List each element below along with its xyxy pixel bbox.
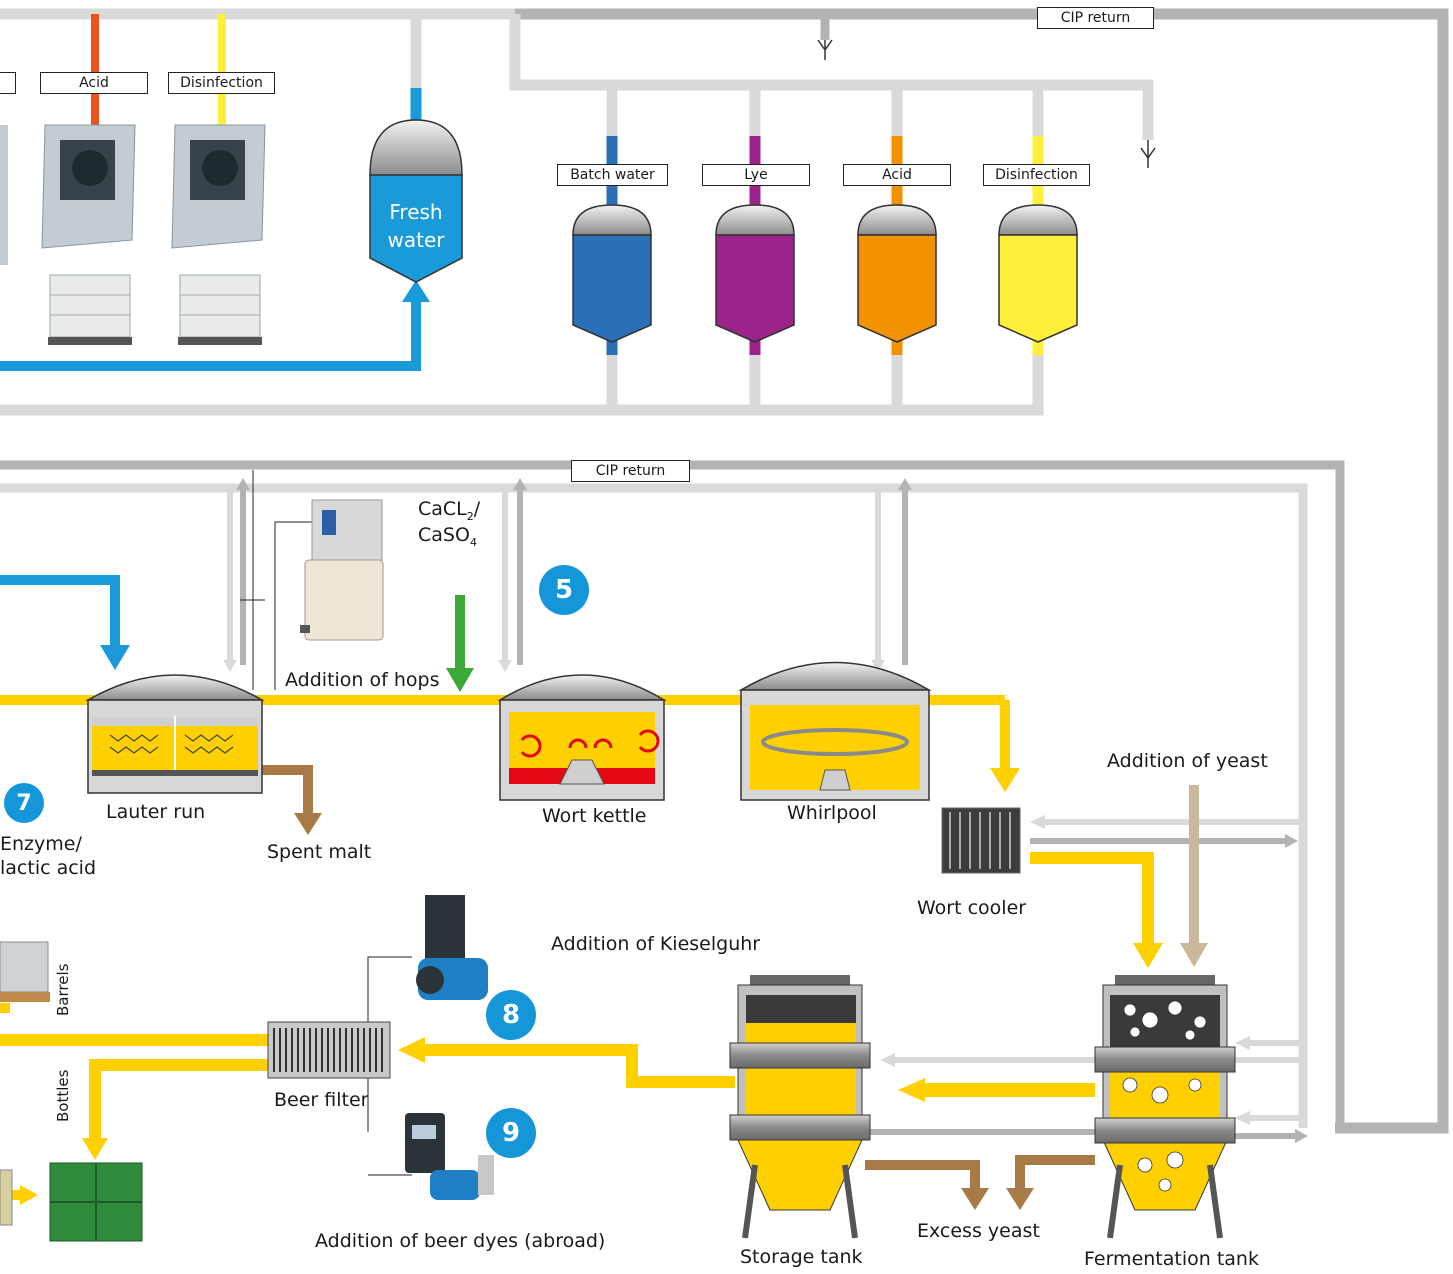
kieselguhr-pump	[416, 895, 488, 1000]
beer-filter-label: Beer filter	[274, 1089, 369, 1111]
yeast-arrow	[1180, 785, 1208, 967]
cip-return-label-mid: CIP return	[571, 460, 690, 482]
wort-kettle	[497, 674, 667, 801]
tank-label-batch-water: Batch water	[557, 164, 668, 186]
beer-dye-pump	[405, 1113, 494, 1200]
addition-of-kieselguhr-label: Addition of Kieselguhr	[551, 933, 761, 955]
badge-5: 5	[539, 565, 589, 615]
whirlpool	[738, 661, 932, 801]
badge-8: 8	[486, 990, 536, 1040]
enzyme-label-1: Enzyme/	[0, 833, 82, 855]
brown-arrows	[262, 765, 1095, 1210]
cip-tank-lye	[715, 204, 795, 343]
dosing-label-partial	[0, 72, 16, 94]
whirlpool-label: Whirlpool	[787, 802, 877, 824]
tank-label-acid: Acid	[843, 164, 951, 186]
cip-return-label-top: CIP return	[1037, 7, 1154, 29]
tank-label-lye: Lye	[702, 164, 810, 186]
dosing-label-acid: Acid	[40, 72, 148, 94]
badge-9: 9	[486, 1108, 536, 1158]
enzyme-label-2: lactic acid	[0, 857, 97, 879]
storage-tank	[729, 975, 871, 1239]
cip-pipes-top	[0, 8, 1449, 1134]
wort-cooler	[941, 807, 1021, 874]
beer-filter	[267, 1021, 391, 1079]
bottles-label: Bottles	[54, 1069, 72, 1122]
fresh-water-label: Fresh water	[387, 200, 445, 252]
water-feed-lauter	[0, 575, 130, 670]
fresh-water-tank	[369, 119, 463, 283]
caso4-label: CaSO4	[418, 524, 477, 549]
cip-tank-disinfection	[998, 204, 1078, 343]
dosing-station-acid	[41, 124, 136, 345]
badge-7: 7	[4, 783, 44, 823]
excess-yeast-label: Excess yeast	[917, 1220, 1040, 1242]
barrels-pallet	[0, 941, 50, 1002]
barrels-label: Barrels	[54, 963, 72, 1016]
lauter-run-label: Lauter run	[106, 801, 206, 823]
wort-cooler-label: Wort cooler	[917, 897, 1027, 919]
lauter-tun	[85, 674, 265, 794]
cip-tank-batch-water	[572, 204, 652, 343]
spent-malt-label: Spent malt	[267, 841, 372, 863]
addition-of-hops-label: Addition of hops	[283, 669, 442, 691]
tank-label-disinfection: Disinfection	[983, 164, 1090, 186]
hops-dosing-unit	[300, 499, 384, 641]
addition-of-beer-dyes-label: Addition of beer dyes (abroad)	[315, 1230, 606, 1252]
cip-tank-acid	[857, 204, 937, 343]
fermentation-tank-label: Fermentation tank	[1084, 1248, 1259, 1270]
cip-pipes-brewhouse	[0, 460, 1345, 1143]
hops-arrow	[446, 595, 474, 692]
addition-of-yeast-label: Addition of yeast	[1107, 750, 1268, 772]
dosing-station-partial	[0, 125, 8, 265]
fermentation-tank	[1094, 975, 1236, 1239]
storage-tank-label: Storage tank	[740, 1246, 863, 1268]
cacl2-label: CaCL2/	[418, 498, 481, 523]
bottle-crates	[0, 1162, 143, 1242]
dosing-station-disinfection	[171, 124, 266, 345]
dosing-label-disinfection: Disinfection	[168, 72, 275, 94]
wort-kettle-label: Wort kettle	[542, 805, 647, 827]
